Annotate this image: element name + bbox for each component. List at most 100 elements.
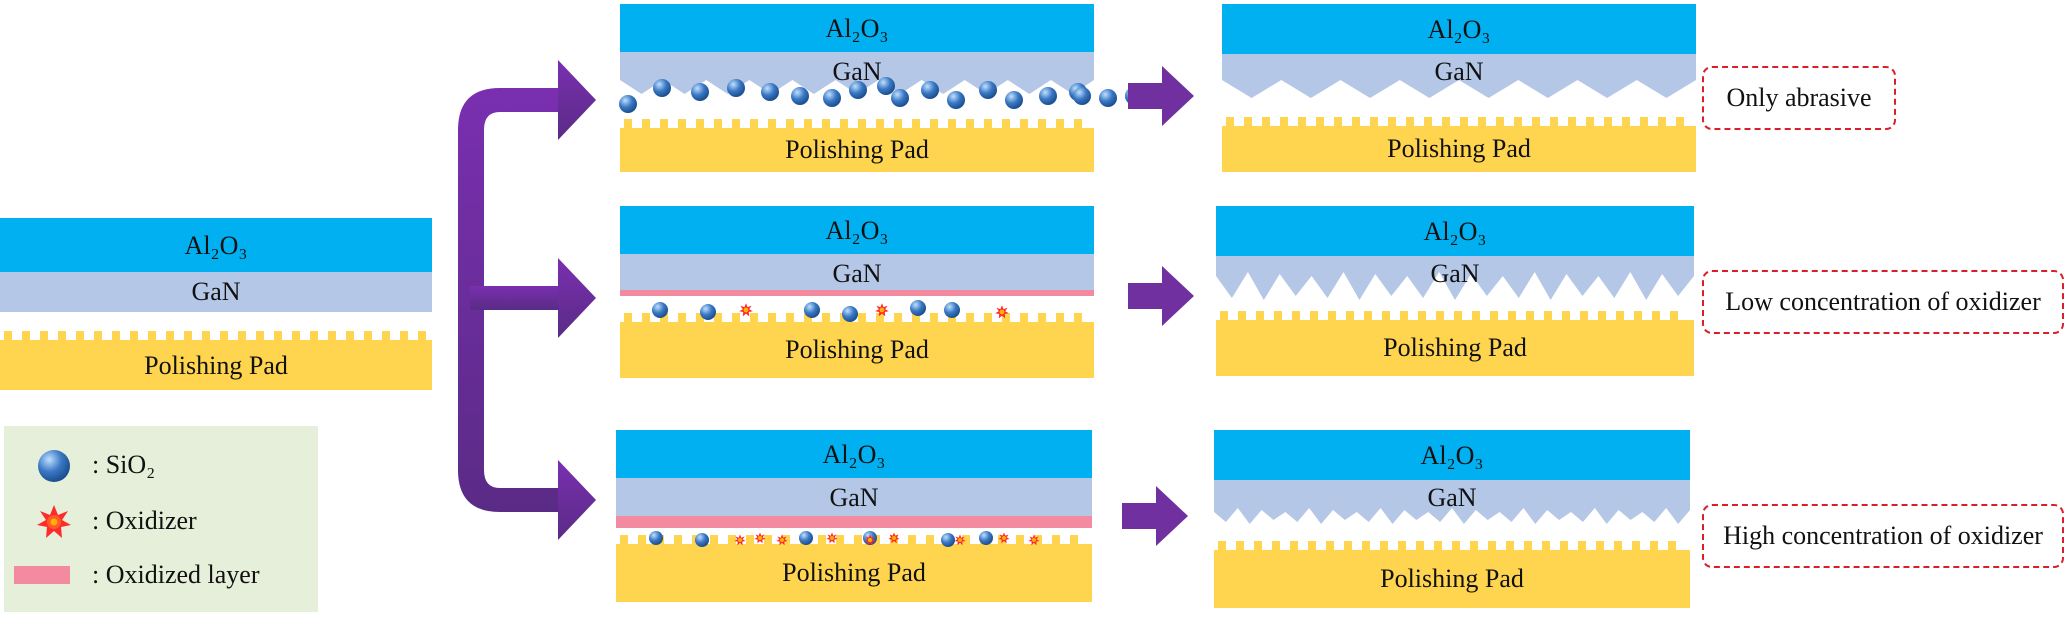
- sio2-particle: [791, 87, 809, 105]
- pad-asperity: [1532, 117, 1540, 127]
- polishing-pad-body: [1222, 126, 1696, 172]
- sio2-particle: [700, 304, 716, 320]
- pad-asperity: [1634, 311, 1642, 321]
- pad-asperity: [984, 313, 992, 323]
- pad-asperity: [1370, 117, 1378, 127]
- pad-asperity: [1652, 311, 1660, 321]
- pad-asperity: [1238, 311, 1246, 321]
- oxidizer-particle: [776, 534, 788, 546]
- pad-asperity: [1418, 311, 1426, 321]
- sio2-particle: [649, 531, 663, 545]
- polishing-pad: [620, 119, 1094, 172]
- legend-label-oxidized-layer: : Oxidized layer: [92, 560, 260, 589]
- pad-asperity: [1226, 117, 1234, 127]
- arrow-head: [1162, 66, 1194, 126]
- pad-asperity: [1016, 535, 1024, 545]
- polishing-pad-body: [616, 544, 1092, 602]
- pad-asperity: [202, 331, 210, 341]
- pad-asperity: [112, 331, 120, 341]
- pad-asperity: [1346, 311, 1354, 321]
- pad-asperity: [1506, 541, 1514, 551]
- pad-asperity: [238, 331, 246, 341]
- pad-asperity: [346, 331, 354, 341]
- pad-asperity: [750, 119, 758, 129]
- pad-asperity: [1290, 541, 1298, 551]
- pad-asperity: [1578, 541, 1586, 551]
- pad-asperity: [310, 331, 318, 341]
- pad-asperity: [1292, 311, 1300, 321]
- pad-asperity: [1598, 311, 1606, 321]
- pad-asperity: [966, 119, 974, 129]
- pad-asperity: [1020, 313, 1028, 323]
- legend-item-oxidizer: : Oxidizer: [4, 502, 318, 542]
- pad-asperity: [620, 535, 628, 545]
- process-arrow-2: [1128, 266, 1194, 326]
- sio2-particle: [1039, 87, 1057, 105]
- pad-asperity: [1038, 119, 1046, 129]
- pad-asperity: [678, 313, 686, 323]
- sio2-particle: [727, 79, 745, 97]
- pad-asperity: [1244, 117, 1252, 127]
- pad-asperity: [1526, 311, 1534, 321]
- pad-label: Polishing Pad: [1380, 564, 1524, 593]
- pad-asperity: [364, 331, 372, 341]
- sio2-particle: [823, 89, 841, 107]
- pad-asperity: [1074, 119, 1082, 129]
- pad-asperity: [660, 313, 668, 323]
- pad-asperity: [854, 535, 862, 545]
- al2o3-layer: [1222, 4, 1696, 54]
- pad-asperity: [714, 119, 722, 129]
- al2o3-label: Al₂O₃: [1427, 15, 1491, 44]
- pad-asperity: [328, 331, 336, 341]
- legend-item-sio2: : SiO₂: [4, 446, 318, 486]
- pad-asperity: [1002, 119, 1010, 129]
- sio2-particle: [695, 533, 709, 547]
- oxidizer-particle: [754, 532, 766, 544]
- sio2-particle-icon: [38, 450, 70, 482]
- arrow-head-bottom: [558, 460, 596, 540]
- al2o3-layer: [0, 218, 432, 272]
- pad-label: Polishing Pad: [1383, 333, 1527, 362]
- polishing-pad: [1216, 311, 1694, 376]
- arrow-shaft: [1128, 83, 1162, 109]
- pad-asperity: [858, 119, 866, 129]
- pad-asperity: [1344, 541, 1352, 551]
- pad-asperity: [400, 331, 408, 341]
- pad-asperity: [1560, 541, 1568, 551]
- sio2-particle: [947, 91, 965, 109]
- polishing-pad-initial: [0, 331, 432, 390]
- pad-asperity: [1496, 117, 1504, 127]
- gan-layer: [616, 478, 1092, 516]
- pad-asperity: [58, 331, 66, 341]
- stack-abrasive-process: [619, 4, 1167, 172]
- pad-asperity: [642, 119, 650, 129]
- pad-asperity: [1616, 311, 1624, 321]
- pad-asperity: [912, 313, 920, 323]
- oxidized-layer: [620, 290, 1094, 296]
- sio2-particle: [761, 83, 779, 101]
- pad-asperity: [1400, 311, 1408, 321]
- pad-asperity: [1254, 541, 1262, 551]
- pad-asperity: [1364, 311, 1372, 321]
- pad-asperity: [728, 535, 736, 545]
- pad-asperity: [804, 313, 812, 323]
- al2o3-layer: [620, 206, 1094, 254]
- oxidizer-particle: [864, 534, 876, 546]
- arrow-head-middle: [558, 258, 596, 338]
- pad-asperity: [764, 535, 772, 545]
- pad-asperity: [220, 331, 228, 341]
- sio2-particle: [1073, 87, 1091, 105]
- pad-asperity: [948, 119, 956, 129]
- pad-asperity: [256, 331, 264, 341]
- pad-asperity: [1380, 541, 1388, 551]
- pad-asperity: [1352, 117, 1360, 127]
- pad-asperity: [786, 119, 794, 129]
- pad-asperity: [1550, 117, 1558, 127]
- result-note-low-oxidizer: Low concentration of oxidizer: [1702, 270, 2064, 334]
- pad-asperity: [624, 313, 632, 323]
- pad-asperity: [1074, 313, 1082, 323]
- branching-arrow: [458, 60, 596, 540]
- sio2-particle: [691, 83, 709, 101]
- pad-asperity: [908, 535, 916, 545]
